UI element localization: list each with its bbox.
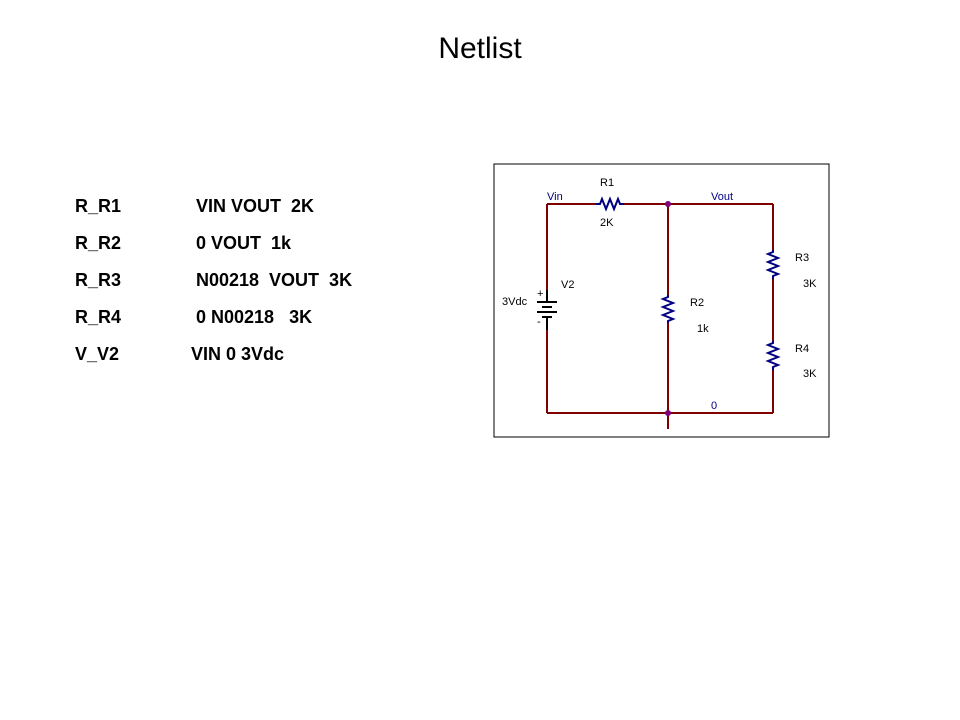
circuit-schematic: + - Vin Vout 0 R1 2K R2 1k R3 3K R4 3K V… xyxy=(493,163,830,438)
minus-sign: - xyxy=(537,316,541,328)
net-label-vout: Vout xyxy=(711,191,733,203)
resistor-r1 xyxy=(596,196,624,212)
r2-value-label: 1k xyxy=(697,323,709,335)
r4-ref-label: R4 xyxy=(795,343,809,355)
r1-ref-label: R1 xyxy=(600,177,614,189)
junction-dot xyxy=(665,201,671,207)
r2-ref-label: R2 xyxy=(690,297,704,309)
resistor-r3 xyxy=(765,236,781,294)
battery-v2: + - xyxy=(537,288,557,330)
v2-ref-label: V2 xyxy=(561,279,574,291)
component-name: R_R2 xyxy=(75,233,122,253)
wires xyxy=(546,203,774,429)
r1-value-label: 2K xyxy=(600,217,614,229)
component-definition: VIN 0 3Vdc xyxy=(191,344,285,364)
junction-dot xyxy=(665,410,671,416)
component-definition: 0 N00218 3K xyxy=(196,307,313,327)
component-definition: N00218 VOUT 3K xyxy=(196,270,353,290)
r3-ref-label: R3 xyxy=(795,252,809,264)
page-title: Netlist xyxy=(438,32,522,65)
net-label-vin: Vin xyxy=(547,191,563,203)
component-name: V_V2 xyxy=(75,344,120,364)
component-definition: 0 VOUT 1k xyxy=(196,233,292,253)
component-name: R_R1 xyxy=(75,196,122,216)
v2-value-label: 3Vdc xyxy=(502,296,528,308)
component-name: R_R3 xyxy=(75,270,122,290)
component-name: R_R4 xyxy=(75,307,122,327)
resistor-r2 xyxy=(660,290,676,330)
r4-value-label: 3K xyxy=(803,368,817,380)
net-label-ground: 0 xyxy=(711,400,717,412)
plus-sign: + xyxy=(537,288,543,300)
r3-value-label: 3K xyxy=(803,278,817,290)
component-definition: VIN VOUT 2K xyxy=(196,196,315,216)
resistor-r4 xyxy=(765,328,781,384)
